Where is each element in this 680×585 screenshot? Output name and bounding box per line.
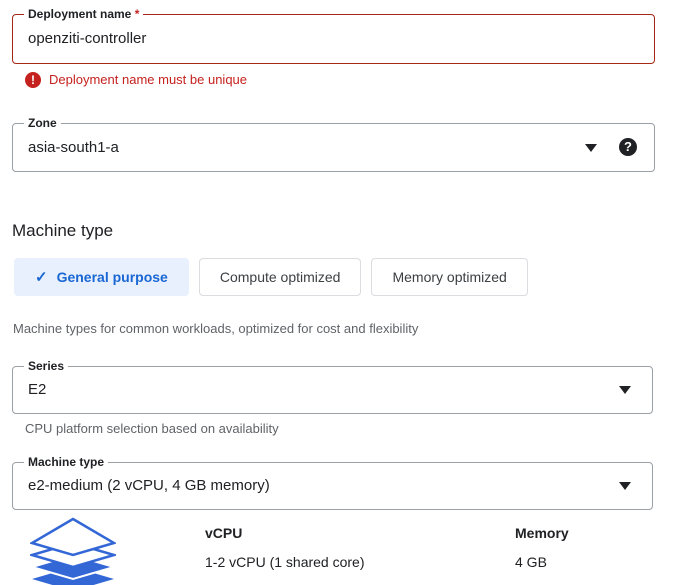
series-helper-text: CPU platform selection based on availabi… [25, 421, 279, 436]
machine-type-label: Machine type [24, 455, 109, 469]
series-label: Series [24, 359, 69, 373]
series-field[interactable]: Series E2 [12, 359, 653, 414]
spec-memory-value: 4 GB [515, 554, 547, 570]
zone-label: Zone [24, 116, 61, 130]
machine-family-helper-text: Machine types for common workloads, opti… [13, 321, 419, 336]
deployment-name-error: ! Deployment name must be unique [25, 72, 247, 88]
deployment-name-error-text: Deployment name must be unique [49, 72, 248, 87]
tab-general-purpose[interactable]: ✓ General purpose [14, 258, 189, 296]
spec-memory-header: Memory [515, 525, 569, 541]
deployment-name-label-text: Deployment name [28, 7, 132, 21]
deployment-name-field[interactable]: Deployment name * openziti-controller [12, 7, 655, 64]
zone-selected-value[interactable]: asia-south1-a [28, 138, 119, 156]
zone-field[interactable]: Zone asia-south1-a [12, 116, 655, 172]
deployment-name-input[interactable]: openziti-controller [28, 30, 147, 47]
error-exclamation-icon: ! [25, 72, 41, 88]
spec-column-vcpu: vCPU 1-2 vCPU (1 shared core) [205, 524, 365, 571]
machine-type-field[interactable]: Machine type e2-medium (2 vCPU, 4 GB mem… [12, 455, 653, 510]
tab-memory-optimized-label: Memory optimized [392, 269, 507, 285]
deployment-name-label: Deployment name * [24, 7, 144, 21]
machine-type-section-title: Machine type [12, 221, 114, 240]
check-icon: ✓ [35, 268, 48, 286]
chevron-down-icon[interactable] [585, 143, 597, 152]
chevron-down-icon[interactable] [619, 482, 631, 490]
machine-family-tabs: ✓ General purpose Compute optimized Memo… [14, 258, 528, 296]
tab-memory-optimized[interactable]: Memory optimized [371, 258, 528, 296]
required-asterisk: * [134, 7, 140, 21]
tab-general-purpose-label: General purpose [56, 269, 168, 285]
tab-compute-optimized[interactable]: Compute optimized [198, 258, 362, 296]
series-selected-value[interactable]: E2 [28, 381, 47, 398]
spec-vcpu-header: vCPU [205, 525, 243, 541]
tab-compute-optimized-label: Compute optimized [219, 269, 341, 285]
spec-column-memory: Memory 4 GB [515, 524, 569, 571]
machine-spec-summary: vCPU 1-2 vCPU (1 shared core) Memory 4 G… [0, 512, 680, 585]
machine-type-selected-value[interactable]: e2-medium (2 vCPU, 4 GB memory) [28, 477, 270, 494]
spec-vcpu-value: 1-2 vCPU (1 shared core) [205, 554, 365, 570]
help-question-icon[interactable]: ? [619, 138, 637, 156]
chevron-down-icon[interactable] [619, 386, 631, 394]
stacked-layers-icon [30, 517, 116, 585]
